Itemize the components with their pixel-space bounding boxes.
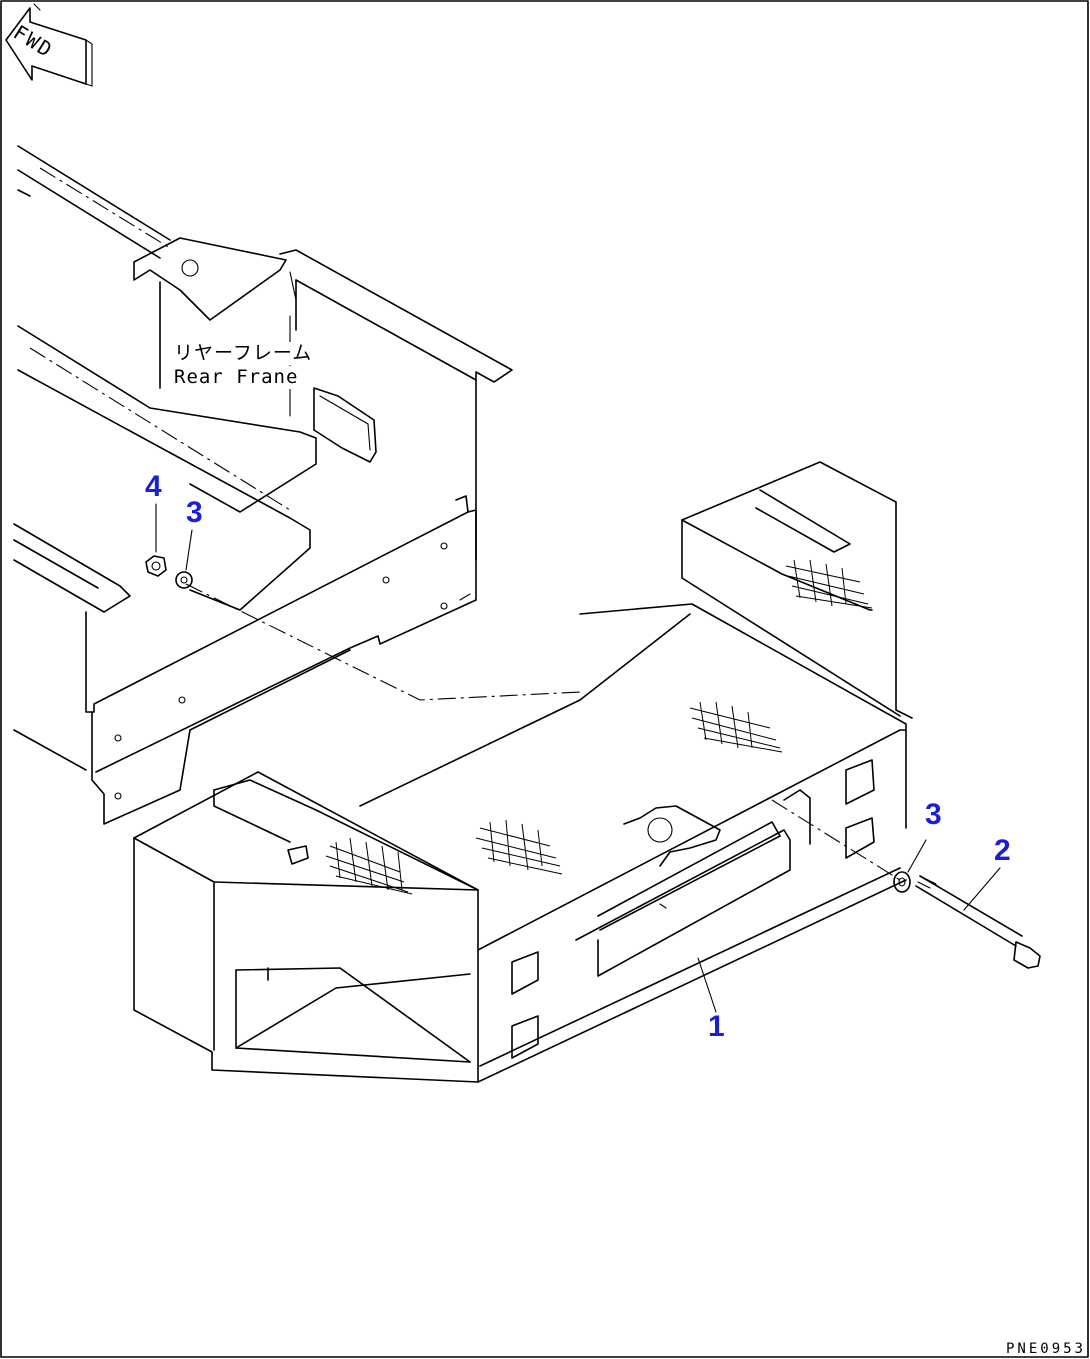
counterweight <box>133 461 913 1083</box>
callout-part-3-left: 3 <box>186 496 203 529</box>
leader-2 <box>963 867 1001 911</box>
callout-part-3-right: 3 <box>925 798 942 831</box>
washer-right <box>893 871 911 893</box>
callout-part-2: 2 <box>994 834 1011 867</box>
frame-label-english: Rear Frane <box>172 366 301 389</box>
frame-label-japanese: リヤーフレーム <box>172 342 315 365</box>
washer-left <box>175 571 193 589</box>
leader-3-left <box>185 529 193 571</box>
nut <box>145 555 167 577</box>
drawing-code: PNE0953 <box>1005 1341 1086 1357</box>
callout-part-1: 1 <box>708 1010 725 1043</box>
leader-1 <box>697 957 717 1013</box>
bolt <box>915 875 1041 969</box>
leader-3-right <box>907 839 927 873</box>
callout-part-4: 4 <box>145 470 162 503</box>
fwd-arrow-icon <box>5 3 93 87</box>
rear-frame <box>13 145 513 825</box>
